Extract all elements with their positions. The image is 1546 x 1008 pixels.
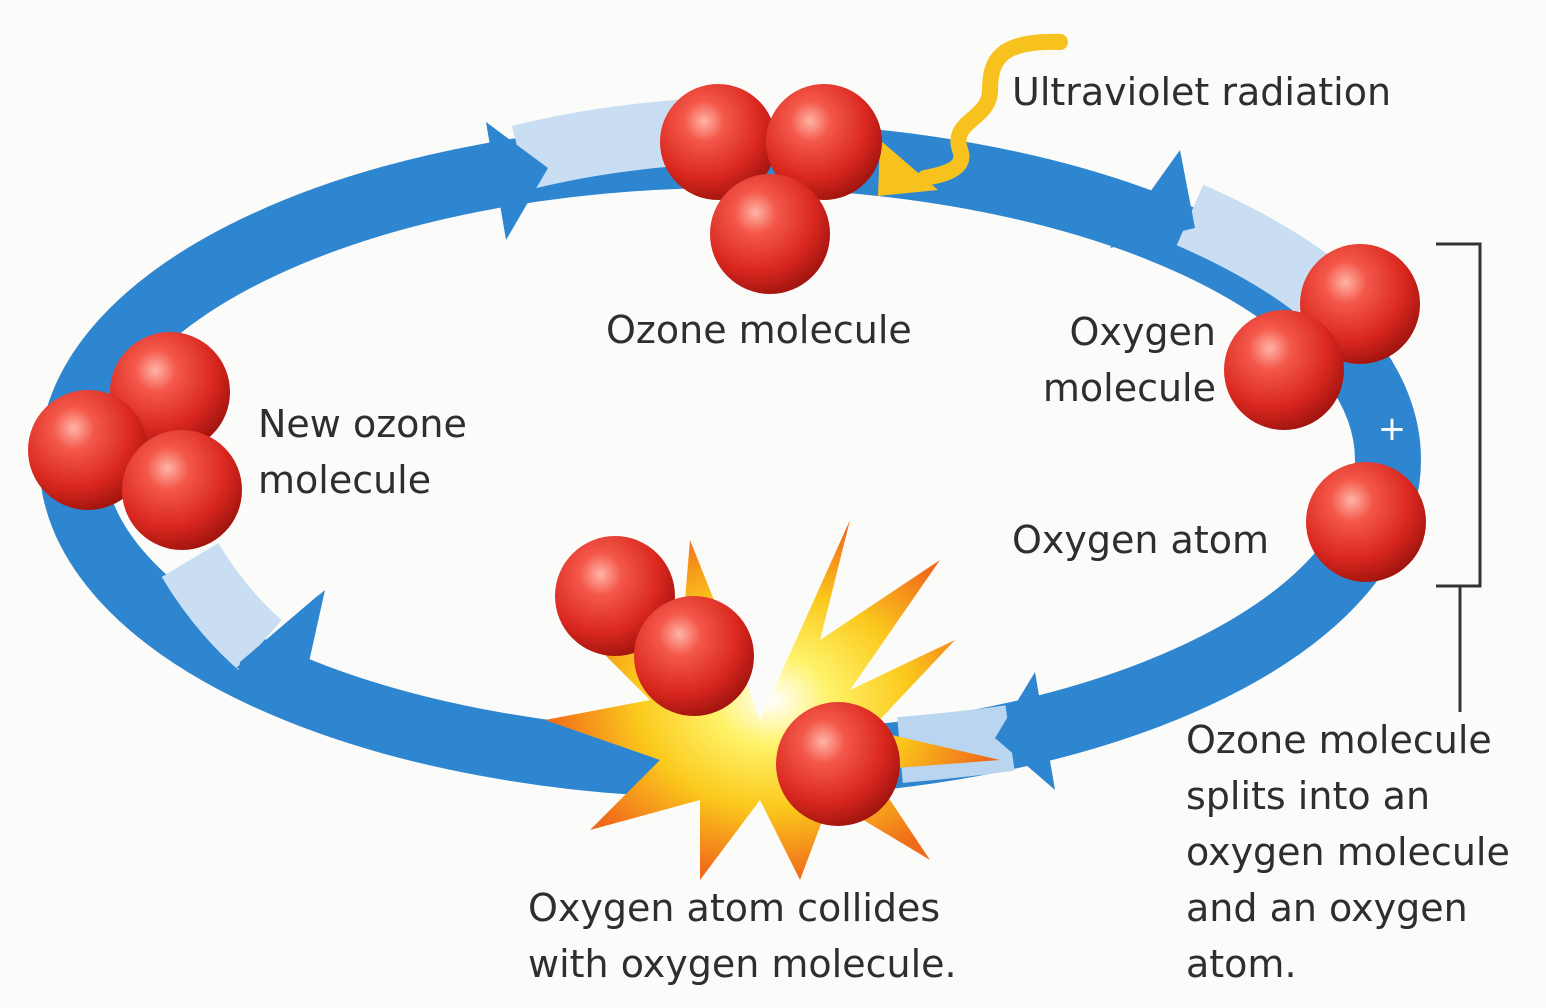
arrowhead-top-right: [1110, 150, 1195, 248]
uv-wave-icon: [917, 33, 1068, 186]
collision-atoms: [555, 536, 900, 826]
label-oxygen-atom: Oxygen atom: [1012, 518, 1270, 562]
label-ultraviolet-radiation: Ultraviolet radiation: [1012, 70, 1392, 114]
collision-burst: [545, 520, 1000, 880]
atom: [766, 84, 882, 200]
plus-sign: +: [1378, 409, 1407, 449]
ultraviolet-ray: [878, 33, 1068, 196]
label-ozone-split: Ozone molecule splits into an oxygen mol…: [1186, 718, 1510, 986]
arrowhead-top-left: [486, 122, 548, 240]
oxygen-atom: [1306, 462, 1426, 582]
ozone-molecule-atoms: [660, 84, 882, 294]
atom: [634, 596, 754, 716]
cycle-arrowheads: [236, 122, 1195, 790]
atom: [122, 430, 242, 550]
new-ozone-molecule-atoms: [28, 332, 242, 550]
atom: [776, 702, 900, 826]
ring-fade-left: [161, 542, 283, 670]
label-new-ozone-molecule: New ozone molecule: [258, 402, 467, 502]
uv-arrowhead-icon: [878, 140, 938, 196]
bracket: [1436, 242, 1482, 712]
arrowhead-bottom-right: [995, 672, 1055, 790]
label-collision: Oxygen atom collides with oxygen molecul…: [528, 886, 957, 986]
label-ozone-molecule: Ozone molecule: [606, 308, 912, 352]
label-oxygen-molecule: Oxygen molecule: [1042, 310, 1216, 410]
atom: [1224, 310, 1344, 430]
atom: [28, 390, 148, 510]
arrowhead-bottom-left-fill: [236, 590, 325, 680]
burst-star: [545, 520, 1000, 880]
oxygen-molecule-atoms: [1224, 244, 1420, 430]
atom: [660, 84, 776, 200]
atom: [710, 174, 830, 294]
